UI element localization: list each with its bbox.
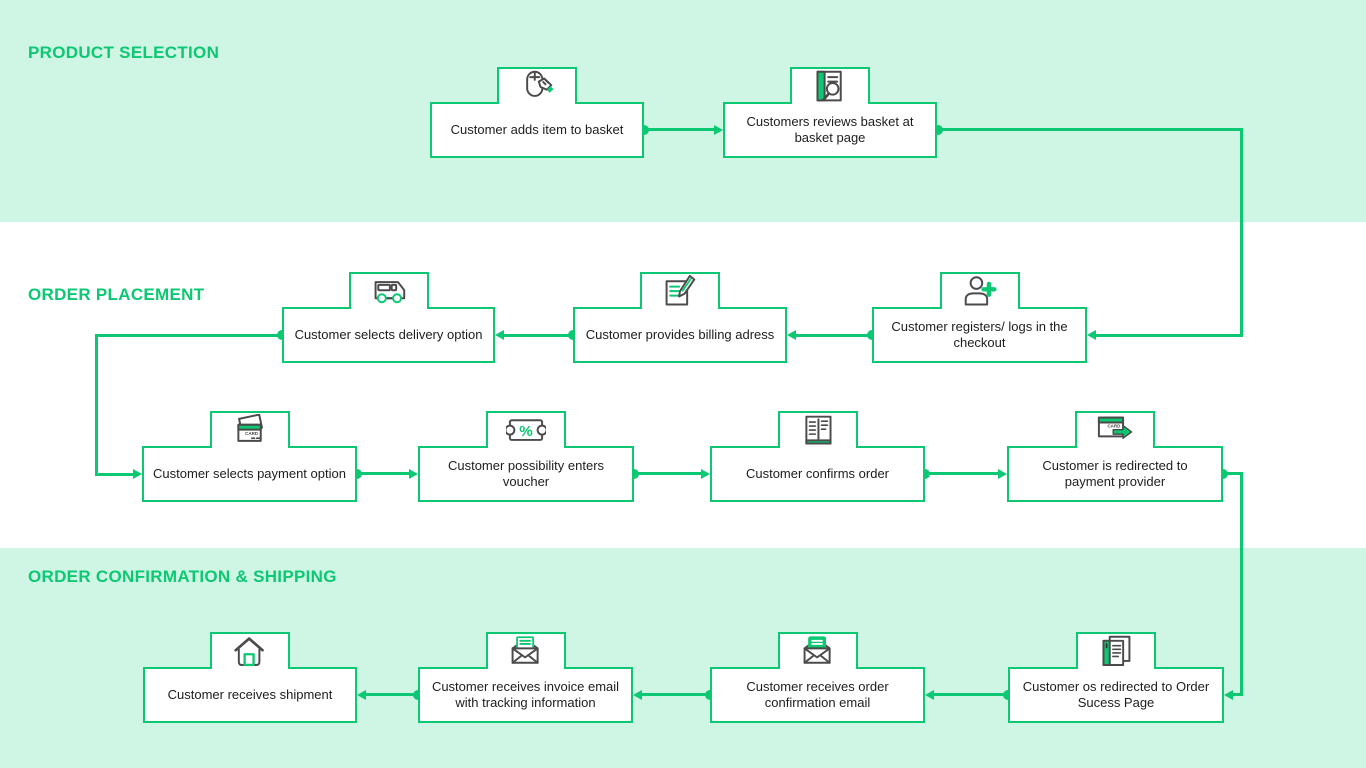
section-band-product-selection bbox=[0, 0, 1366, 222]
step-label: Customer registers/ logs in the checkout bbox=[891, 319, 1068, 350]
step-icon-tab bbox=[1076, 632, 1156, 669]
step-label: Customer os redirected to Order Sucess P… bbox=[1022, 679, 1210, 710]
step-node-invoice-email: Customer receives invoice email with tra… bbox=[418, 632, 633, 723]
svg-text:CARD: CARD bbox=[1107, 423, 1121, 428]
success-page-icon bbox=[1102, 635, 1131, 666]
step-label: Customer selects delivery option bbox=[294, 327, 483, 342]
card-redirect-icon: CARD bbox=[1097, 416, 1133, 439]
step-label: Customer possibility enters voucher bbox=[447, 458, 605, 489]
step-node-delivery-option: Customer selects delivery option bbox=[282, 272, 495, 363]
mouse-click-icon bbox=[526, 70, 554, 97]
basket-review-icon bbox=[816, 70, 842, 101]
section-title-order-placement: ORDER PLACEMENT bbox=[28, 285, 205, 304]
step-node-confirm-order: Customer confirms order bbox=[710, 411, 925, 502]
step-icon-tab bbox=[485, 632, 566, 669]
step-label: Customer receives shipment bbox=[167, 687, 333, 702]
user-add-icon bbox=[964, 275, 997, 306]
step-icon-tab bbox=[497, 67, 577, 104]
step-icon-tab bbox=[348, 272, 429, 309]
invoice-email-icon bbox=[511, 635, 539, 664]
confirmation-email-icon bbox=[803, 635, 831, 664]
step-label: Customers reviews basket at basket page bbox=[746, 114, 914, 145]
section-title-product-selection: PRODUCT SELECTION bbox=[28, 43, 220, 62]
step-icon-tab bbox=[939, 272, 1020, 309]
step-node-voucher: % Customer possibility enters voucher bbox=[418, 411, 634, 502]
section-title-order-confirmation: ORDER CONFIRMATION & SHIPPING bbox=[28, 567, 337, 586]
step-node-adds-item: Customer adds item to basket bbox=[430, 67, 644, 158]
step-label: Customer receives order confirmation ema… bbox=[746, 679, 889, 710]
order-summary-icon bbox=[804, 415, 832, 445]
billing-form-icon bbox=[665, 274, 696, 306]
svg-text:CARD: CARD bbox=[245, 431, 259, 436]
step-node-payment-option: CARD Customer selects payment option bbox=[142, 411, 357, 502]
step-label: Customer adds item to basket bbox=[450, 122, 624, 137]
step-label: Customer confirms order bbox=[745, 466, 890, 481]
step-node-confirmation-email: Customer receives order confirmation ema… bbox=[710, 632, 925, 723]
payment-cards-icon: CARD bbox=[236, 413, 263, 442]
home-delivery-icon bbox=[234, 636, 264, 666]
voucher-percent-icon: % bbox=[506, 418, 546, 441]
step-icon-tab: % bbox=[486, 411, 566, 448]
step-label: Customer selects payment option bbox=[153, 466, 346, 481]
delivery-truck-icon bbox=[374, 280, 405, 303]
step-icon-tab bbox=[210, 632, 290, 669]
step-node-billing-adress: Customer provides billing adress bbox=[573, 272, 787, 363]
step-icon-tab bbox=[640, 272, 720, 309]
step-node-order-success-page: Customer os redirected to Order Sucess P… bbox=[1008, 632, 1224, 723]
step-node-payment-redirect: CARD Customer is redirected to payment p… bbox=[1007, 411, 1223, 502]
step-icon-tab bbox=[777, 632, 858, 669]
svg-text:%: % bbox=[519, 422, 533, 439]
step-icon-tab: CARD bbox=[1075, 411, 1155, 448]
step-node-reviews-basket: Customers reviews basket at basket page bbox=[723, 67, 937, 158]
step-label: Customer provides billing adress bbox=[585, 327, 775, 342]
step-node-receives-shipment: Customer receives shipment bbox=[143, 632, 357, 723]
step-node-register-login: Customer registers/ logs in the checkout bbox=[872, 272, 1087, 363]
step-icon-tab bbox=[777, 411, 858, 448]
step-icon-tab bbox=[790, 67, 870, 104]
step-label: Customer receives invoice email with tra… bbox=[431, 679, 620, 710]
step-label: Customer is redirected to payment provid… bbox=[1042, 458, 1188, 489]
step-icon-tab: CARD bbox=[209, 411, 290, 448]
